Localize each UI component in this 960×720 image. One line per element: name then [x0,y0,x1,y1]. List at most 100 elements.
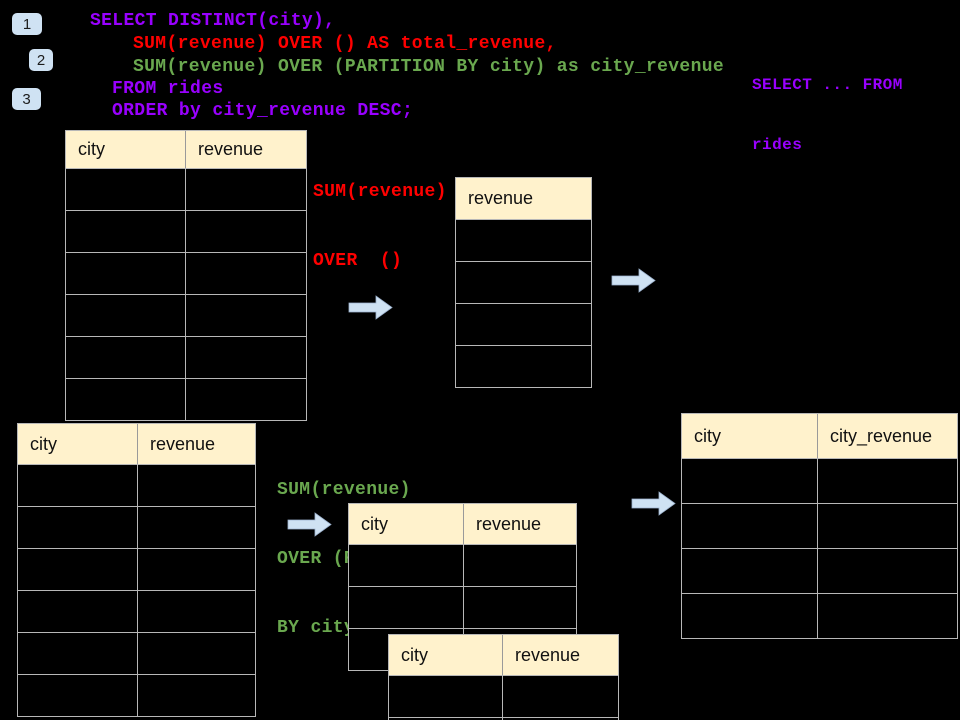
table-cell [138,549,255,590]
table-cell [349,545,464,586]
table-row [349,544,576,586]
table-cell [66,253,186,294]
side-note: SELECT ... FROM rides [752,35,903,195]
table-header-row: city revenue [66,131,306,168]
table-row [389,717,618,720]
table-cell [66,337,186,378]
table-header-row: city revenue [18,424,255,464]
step-badge-2: 2 [29,49,53,71]
table-cell [186,211,306,252]
table-final-result: city city_revenue [681,413,958,639]
table-row [18,590,255,632]
table-partition-step2: city revenue [388,634,619,720]
flow-arrow-icon [611,268,656,293]
table-row [66,336,306,378]
table-cell [186,253,306,294]
table-cell [18,465,138,506]
table-cell [138,591,255,632]
table-cell [186,337,306,378]
table-cell [818,594,957,638]
table-body [66,168,306,420]
table-body [456,219,591,387]
table-row [456,345,591,387]
table-row [66,252,306,294]
table-header-row: city revenue [389,635,618,675]
table-cell [18,675,138,716]
table-cell [818,549,957,593]
table-cell [66,295,186,336]
column-header-revenue: revenue [515,644,581,665]
table-cell [186,379,306,420]
table-row [456,303,591,345]
side-note-line2: rides [752,136,803,154]
table-cell [18,591,138,632]
table-cell [682,594,818,638]
column-header-city: city [18,424,138,464]
side-note-line1: SELECT ... FROM [752,76,903,94]
table-cell [682,549,818,593]
table-cell [464,587,576,628]
column-header-revenue: revenue [468,188,534,208]
table-row [682,503,957,548]
sql-line-total-revenue: SUM(revenue) OVER () AS total_revenue, [133,34,557,54]
table-row [18,674,255,716]
table-cell [66,169,186,210]
table-source-bottom: city revenue [17,423,256,717]
table-row [18,632,255,674]
table-row [456,261,591,303]
column-header-city: city [349,504,464,544]
table-cell [464,545,576,586]
table-row [682,548,957,593]
sql-line-city-revenue: SUM(revenue) OVER (PARTITION BY city) as… [133,57,725,77]
table-body [389,675,618,720]
sql-line-select: SELECT DISTINCT(city), [90,11,336,31]
table-cell [18,549,138,590]
table-cell [66,211,186,252]
table-cell [456,346,591,387]
table-cell [18,507,138,548]
table-header-row: city city_revenue [682,414,957,458]
table-cell [138,675,255,716]
table-row [682,593,957,638]
table-row [18,506,255,548]
table-header-row: revenue [456,178,591,219]
table-cell [66,379,186,420]
table-body [682,458,957,638]
table-cell [389,676,503,717]
step-badge-1: 1 [12,13,42,35]
table-row [349,586,576,628]
table-cell [682,459,818,503]
column-header-city: city [66,131,186,168]
table-cell [18,633,138,674]
table-cell [186,295,306,336]
table-cell [186,169,306,210]
table-row [66,378,306,420]
table-cell [818,459,957,503]
table-cell [349,587,464,628]
sql-line-order-by: ORDER by city_revenue DESC; [112,101,414,121]
flow-arrow-icon [631,491,676,516]
table-row [66,210,306,252]
flow-arrow-icon [287,512,332,537]
column-header-revenue: revenue [476,513,542,534]
table-row [456,219,591,261]
table-row [66,168,306,210]
table-cell [456,220,591,261]
table-row [389,675,618,717]
table-row [682,458,957,503]
annotation-partition-line1: SUM(revenue) [277,480,411,500]
table-cell [503,676,618,717]
table-cell [818,504,957,548]
table-total-result: revenue [455,177,592,388]
table-cell [682,504,818,548]
annotation-total-line2: OVER () [313,251,403,271]
table-row [66,294,306,336]
table-source-top: city revenue [65,130,307,421]
column-header-city: city [682,414,818,458]
table-cell [389,718,503,720]
sql-line-from: FROM rides [112,79,224,99]
table-cell [456,304,591,345]
column-header-city-revenue: city_revenue [830,425,933,446]
table-cell [456,262,591,303]
